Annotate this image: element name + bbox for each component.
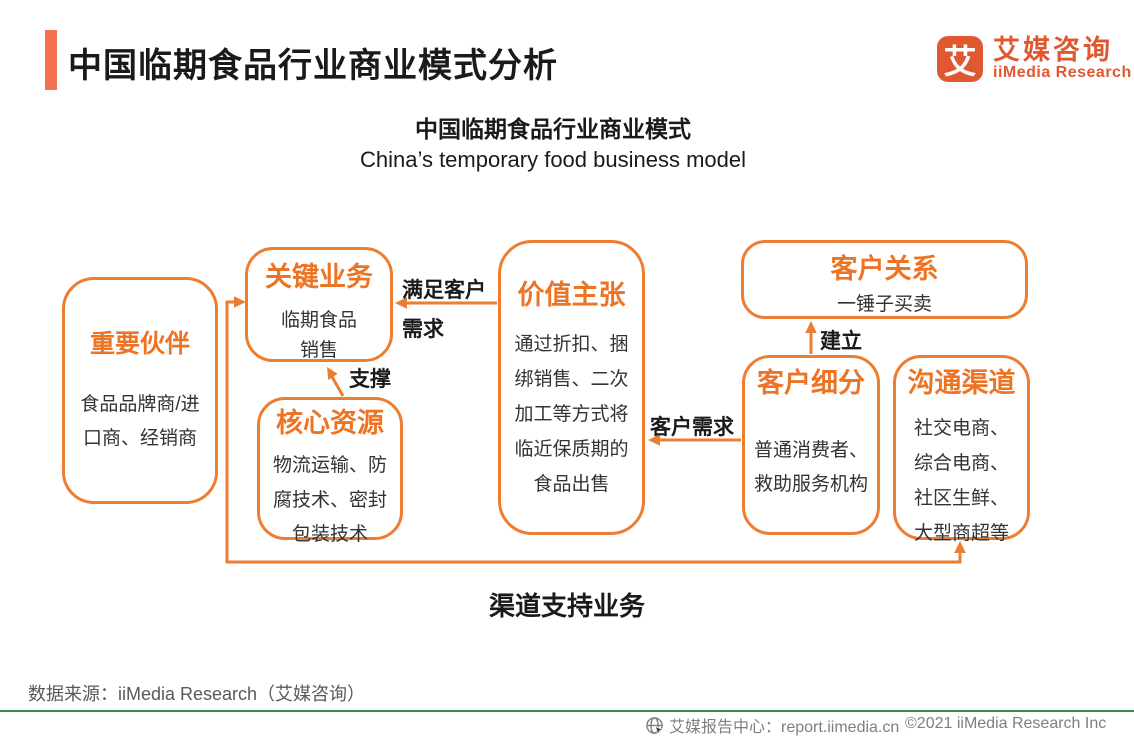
box-value-proposition: 价值主张 通过折扣、捆 绑销售、二次 加工等方式将 临近保质期的 食品出售 [498, 240, 645, 535]
imedia-logo-icon: 艾 [937, 36, 983, 82]
box-body: 临期食品 销售 [280, 310, 357, 362]
label-establish: 建立 [820, 330, 862, 353]
box-key-business: 关键业务 临期食品 销售 [245, 247, 393, 362]
box-body: 普通消费者、 救助服务机构 [753, 440, 868, 496]
box-body: 社交电商、 综合电商、 社区生鲜、 大型商超等 [913, 418, 1009, 545]
title-accent-bar [45, 30, 57, 90]
globe-cursor-icon [646, 716, 664, 735]
label-channel-support-business: 渠道支持业务 [488, 591, 645, 621]
box-title: 沟通渠道 [907, 368, 1016, 398]
logo-name-en: iiMedia Research [993, 64, 1132, 82]
label-satisfy-customer-demand: 满足客户 需求 [402, 279, 486, 341]
subtitle-zh: 中国临期食品行业商业模式 [415, 116, 691, 142]
arrowhead-into-customer-relationship [805, 321, 817, 333]
box-title: 核心资源 [276, 408, 384, 438]
box-title: 客户关系 [830, 254, 939, 284]
footer-copyright: ©2021 iiMedia Research Inc [905, 715, 1107, 732]
box-body: 食品品牌商/进 口商、经销商 [80, 394, 200, 450]
box-communication-channels: 沟通渠道 社交电商、 综合电商、 社区生鲜、 大型商超等 [893, 355, 1030, 544]
subtitle-en: China’s temporary food business model [359, 147, 747, 172]
box-body: 一锤子买卖 [836, 294, 932, 315]
arrowhead-into-key-business-bottom [327, 367, 338, 381]
box-body: 物流运输、防 腐技术、密封 包装技术 [272, 455, 387, 546]
imedia-logo: 艾 艾媒咨询 iiMedia Research [937, 36, 1132, 82]
label-customer-demand: 客户需求 [650, 416, 734, 439]
box-core-resources: 核心资源 物流运输、防 腐技术、密封 包装技术 [257, 397, 403, 545]
box-title: 客户细分 [757, 368, 865, 398]
box-title: 价值主张 [517, 280, 626, 310]
page-title: 中国临期食品行业商业模式分析 [68, 47, 558, 85]
box-customer-segments: 客户细分 普通消费者、 救助服务机构 [742, 355, 880, 535]
footer-report-center: 艾媒报告中心：report.iimedia.cn [645, 713, 899, 737]
data-source-note: 数据来源：iiMedia Research（艾媒咨询） [28, 684, 366, 704]
box-customer-relationship: 客户关系 一锤子买卖 [741, 240, 1028, 319]
box-title: 重要伙伴 [89, 330, 190, 358]
box-body: 通过折扣、捆 绑销售、二次 加工等方式将 临近保质期的 食品出售 [514, 334, 629, 495]
logo-name-zh: 艾媒咨询 [993, 35, 1113, 65]
support-arrow-line [329, 374, 345, 397]
box-important-partners: 重要伙伴 食品品牌商/进 口商、经销商 [62, 277, 218, 504]
report-center-text: 艾媒报告中心：report.iimedia.cn [669, 719, 900, 736]
footer-divider [0, 710, 1134, 712]
box-title: 关键业务 [265, 262, 373, 292]
imedia-logo-text: 艾媒咨询 iiMedia Research [993, 36, 1132, 82]
label-support: 支撑 [349, 368, 391, 391]
chart-subtitle: 中国临期食品行业商业模式 China’s temporary food busi… [0, 110, 1106, 173]
